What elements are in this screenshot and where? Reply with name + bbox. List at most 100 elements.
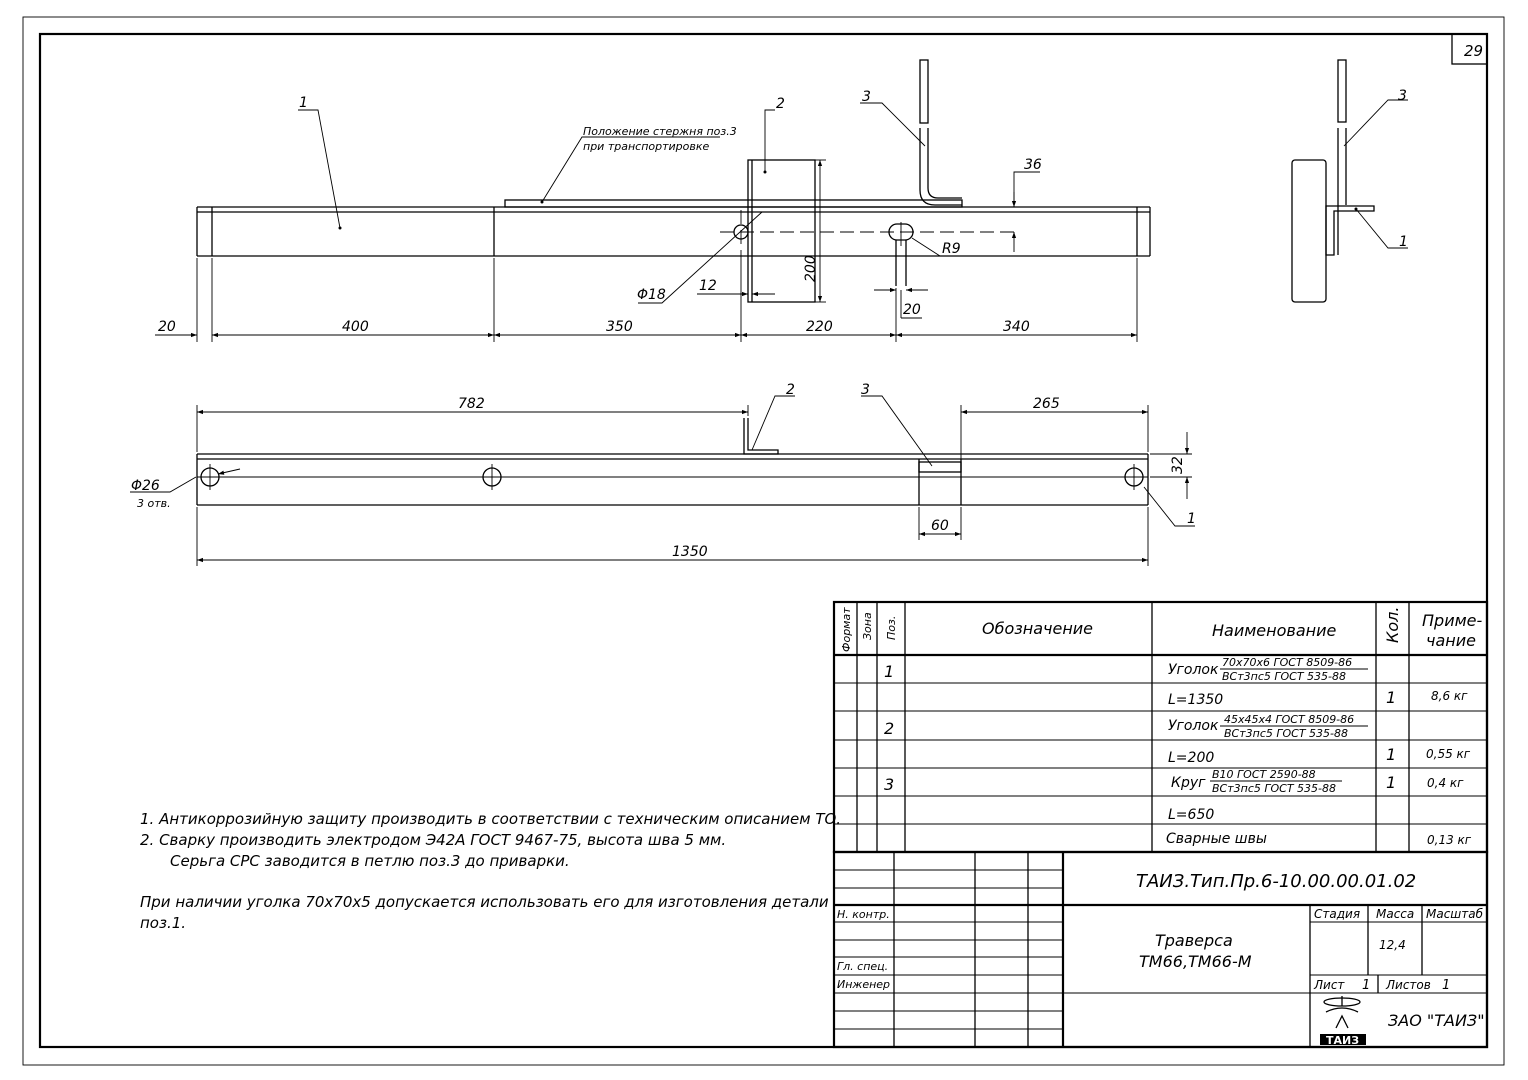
dim-200: 200 — [803, 255, 819, 282]
row2-name: L=1350 — [1168, 692, 1223, 708]
sheet-number: 29 — [1464, 42, 1483, 60]
callout-pos2-plan: 2 — [786, 382, 795, 398]
side-rod-upper — [1337, 59, 1347, 123]
sheet-value: 1 — [1362, 978, 1370, 993]
plan-view-annotations: 2 3 1 Φ26 3 отв. 782 265 32 60 — [130, 382, 1196, 566]
mass-label: Масса — [1376, 907, 1414, 921]
transport-note-line2: при транспортировке — [583, 140, 709, 153]
hdr-note2: чание — [1426, 631, 1476, 650]
row7-note: 0,13 кг — [1427, 833, 1472, 847]
callout-pos3-plan: 3 — [861, 382, 870, 398]
note-1: 1. Антикоррозийную защиту производить в … — [140, 810, 841, 828]
front-view-leaders: 1 2 3 Положение стержня поз.3 при трансп… — [298, 89, 961, 304]
rod-pos3-upper — [919, 59, 929, 124]
spec-table: Формат Зона Поз. Обозначение Наименовани… — [832, 600, 1489, 854]
hdr-format: Формат — [840, 607, 853, 652]
role-chief-spec: Гл. спец. — [837, 960, 888, 973]
plan-view — [196, 418, 1149, 506]
note-4a: При наличии уголка 70х70х5 допускается и… — [140, 893, 829, 911]
role-norm-control: Н. контр. — [837, 908, 890, 921]
row5-pos: 3 — [884, 775, 894, 794]
dim-265: 265 — [1033, 396, 1060, 412]
row6-name: L=650 — [1168, 807, 1214, 823]
sheets-label: Листов — [1385, 978, 1431, 992]
row5-den: ВСт3пс5 ГОСТ 535-88 — [1212, 782, 1336, 795]
hdr-designation: Обозначение — [982, 619, 1093, 638]
scale-label: Масштаб — [1426, 907, 1484, 921]
company-name: ЗАО "ТАИЗ" — [1388, 1011, 1485, 1030]
dim-20-slot: 20 — [903, 302, 921, 318]
row4-qty: 1 — [1386, 745, 1396, 764]
hdr-zone: Зона — [861, 612, 874, 640]
row3-num: 45х45х4 ГОСТ 8509-86 — [1224, 713, 1354, 726]
callout-pos1-plan: 1 — [1187, 511, 1196, 527]
callout-pos1-side: 1 — [1399, 234, 1408, 250]
side-view: 3 1 — [1291, 59, 1408, 303]
row2-note: 8,6 кг — [1431, 689, 1468, 703]
row5-qty: 1 — [1386, 773, 1396, 792]
dim-60: 60 — [931, 518, 949, 534]
inner-frame — [38, 32, 1489, 1049]
callout-pos3-front: 3 — [862, 89, 871, 105]
row7-name: Сварные швы — [1166, 831, 1267, 847]
logo-text: ТАИЗ — [1326, 1034, 1359, 1047]
row4-note: 0,55 кг — [1426, 747, 1471, 761]
callout-pos2-front: 2 — [776, 96, 785, 112]
dim-32: 32 — [1170, 456, 1186, 474]
side-angle-pos2 — [1291, 159, 1327, 303]
title-line2: ТМ66,ТМ66-М — [1139, 952, 1252, 971]
sheet-label: Лист — [1313, 978, 1345, 992]
title-block: ТАИЗ.Тип.Пр.6-10.00.00.01.02 Траверса ТМ… — [832, 850, 1489, 1049]
note-4b: поз.1. — [140, 914, 186, 932]
sheets-value: 1 — [1442, 978, 1450, 993]
hdr-note1: Приме- — [1422, 611, 1483, 630]
outer-frame — [22, 16, 1505, 1066]
row1-pos: 1 — [884, 662, 894, 681]
side-angle-pos1 — [1325, 205, 1375, 256]
dim-220: 220 — [806, 319, 833, 335]
front-view-dimensions: 20 400 350 220 340 36 200 12 20 — [155, 157, 1138, 342]
hdr-name: Наименование — [1212, 621, 1336, 640]
row1-name: Уголок — [1168, 662, 1219, 678]
hdr-pos: Поз. — [885, 616, 898, 640]
dim-holes-count: 3 отв. — [137, 497, 171, 510]
callout-pos1-front: 1 — [299, 95, 308, 111]
dim-20-left: 20 — [158, 319, 176, 335]
note-3: Серьга СРС заводится в петлю поз.3 до пр… — [170, 852, 570, 870]
hdr-qty: Кол. — [1383, 607, 1402, 643]
mass-value: 12,4 — [1379, 938, 1406, 952]
plan-angle-pos2 — [743, 418, 779, 455]
row3-pos: 2 — [884, 719, 894, 738]
dim-phi18: Φ18 — [637, 287, 666, 303]
dim-350: 350 — [606, 319, 633, 335]
rod-transport-position — [504, 199, 963, 208]
row3-den: ВСт3пс5 ГОСТ 535-88 — [1224, 727, 1348, 740]
dim-400: 400 — [342, 319, 369, 335]
role-engineer: Инженер — [837, 978, 890, 991]
note-2: 2. Сварку производить электродом Э42А ГО… — [140, 831, 726, 849]
dim-1350: 1350 — [672, 544, 708, 560]
title-line1: Траверса — [1155, 931, 1233, 950]
dim-782: 782 — [458, 396, 485, 412]
sheet-number-box — [1451, 33, 1488, 65]
dim-36: 36 — [1024, 157, 1042, 173]
row3-name: Уголок — [1168, 718, 1219, 734]
callout-pos3-side: 3 — [1398, 88, 1407, 104]
transport-note-line1: Положение стержня поз.3 — [583, 125, 737, 138]
row1-den: ВСт3пс5 ГОСТ 535-88 — [1222, 670, 1346, 683]
row5-note: 0,4 кг — [1427, 776, 1464, 790]
row4-name: L=200 — [1168, 750, 1214, 766]
plan-rod-pos3 — [918, 461, 962, 473]
doc-code: ТАИЗ.Тип.Пр.6-10.00.00.01.02 — [1136, 871, 1416, 892]
row2-qty: 1 — [1386, 688, 1396, 707]
dim-phi26: Φ26 — [131, 478, 160, 494]
row5-name: Круг — [1171, 775, 1206, 791]
rod-pos3-bend — [919, 128, 962, 206]
technical-notes: 1. Антикоррозийную защиту производить в … — [140, 810, 841, 932]
dim-12: 12 — [699, 278, 717, 294]
dim-340: 340 — [1003, 319, 1030, 335]
company-logo-icon: ТАИЗ — [1320, 996, 1366, 1047]
row1-num: 70х70х6 ГОСТ 8509-86 — [1222, 656, 1352, 669]
row5-num: В10 ГОСТ 2590-88 — [1212, 768, 1316, 781]
